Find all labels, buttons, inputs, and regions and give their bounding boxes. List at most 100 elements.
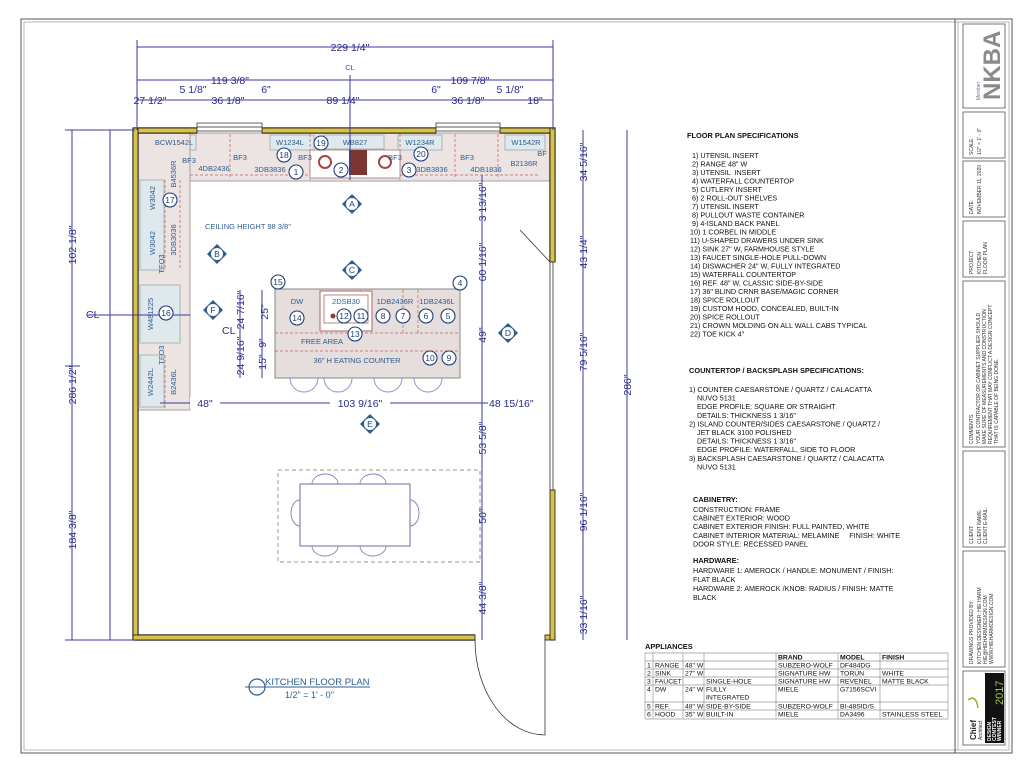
table-cell: 35" W (685, 712, 704, 719)
table-cell: MATTE BLACK (882, 679, 929, 686)
spec-item: 5) CUTLERY INSERT (690, 185, 763, 194)
table-cell: FINISH (882, 655, 904, 662)
countertop-spec-line: DETAILS: THICKNESS 1 3/16" (689, 437, 796, 446)
dim-label: 25" (259, 304, 271, 320)
table-cell: 3 (647, 679, 651, 686)
table-cell: DA3496 (840, 712, 865, 719)
cabinet-label: 2DSB30 (332, 297, 360, 306)
callout-18: 18 (276, 147, 292, 163)
dim-label: 36 1/8" (452, 95, 485, 107)
svg-text:15: 15 (273, 277, 283, 287)
elevation-marker-c[interactable]: C (342, 260, 362, 280)
callout-6: 6 (418, 308, 434, 324)
island-free-area-label: FREE AREA (301, 337, 343, 346)
project-value: FLOOR PLAN (983, 242, 989, 274)
elevation-marker-f[interactable]: F (203, 300, 223, 320)
svg-text:4: 4 (458, 278, 463, 288)
spec-item: 12) SINK 27" W, FARMHOUSE STYLE (690, 245, 815, 254)
svg-text:CONTEST: CONTEST (992, 717, 998, 741)
dimensions-top: 229 1/4" CL 119 3/8" 109 7/8" 27 1/2" 5 … (134, 42, 543, 107)
door-swing-bottom (474, 639, 546, 736)
dim-label: 15" (257, 354, 269, 370)
cabinetry-spec-line: CABINET EXTERIOR: WOOD (693, 514, 790, 523)
dim-label: 79 5/16" (578, 332, 590, 371)
svg-text:3: 3 (407, 165, 412, 175)
range-burners-icon (318, 155, 392, 169)
spec-item: 9) 4-ISLAND BACK PANEL (690, 219, 779, 228)
svg-text:D: D (505, 328, 511, 338)
title-block-fields: SCALE: 1/2" = 1' - 0" DATE: NOVEMBER 11,… (969, 128, 1000, 664)
dining-chairs (290, 473, 420, 557)
nkba-logo: Member NKBA (976, 31, 1006, 100)
countertop-spec-line: 1) COUNTER CAESARSTONE / QUARTZ / CALACA… (689, 385, 872, 394)
spec-item: 3) UTENSIL INSERT (690, 168, 761, 177)
dim-label: 44 3/8" (477, 581, 489, 614)
dim-label: 6" (431, 84, 441, 96)
svg-text:Member: Member (976, 81, 982, 100)
table-cell: 5 (647, 704, 651, 711)
dimensions-right: 34 5/16" 43 1/4" 79 5/16" 96 1/16" 33 1/… (578, 142, 634, 634)
cabinetry-spec-line: CONSTRUCTION: FRAME (693, 505, 780, 514)
table-cell: BI-48SID/S (840, 704, 874, 711)
windows (196, 122, 501, 132)
svg-text:18: 18 (279, 150, 289, 160)
table-cell: 1 (647, 663, 651, 670)
svg-text:6: 6 (424, 311, 429, 321)
spec-item: 10) 1 CORBEL IN MIDDLE (690, 228, 776, 237)
svg-text:7: 7 (401, 311, 406, 321)
spec-item: 8) PULLOUT WASTE CONTAINER (690, 211, 804, 220)
dim-label: 48 15/16" (489, 398, 534, 410)
callout-5: 5 (440, 308, 456, 324)
elevation-marker-b[interactable]: B (207, 244, 227, 264)
elevation-marker-d[interactable]: D (498, 323, 518, 343)
svg-text:E: E (367, 419, 373, 429)
table-cell: FAUCET (655, 679, 682, 686)
countertop-spec-line: EDGE PROFILE: WATERFALL, SIDE TO FLOOR (689, 445, 855, 454)
svg-text:2017: 2017 (994, 681, 1006, 705)
table-cell: 6 (647, 712, 651, 719)
svg-text:8: 8 (381, 311, 386, 321)
countertop-heading: COUNTERTOP / BACKSPLASH SPECIFICATIONS: (689, 366, 864, 375)
floor-plan: 229 1/4" CL 119 3/8" 109 7/8" 27 1/2" 5 … (65, 40, 634, 736)
elevation-marker-a[interactable]: A (342, 194, 362, 214)
cabinet-label: 3DB3036 (169, 224, 178, 255)
scale-value: 1/2" = 1' - 0" (977, 128, 983, 155)
project-label: PROJECT: (969, 250, 975, 274)
plan-title-block: KITCHEN FLOOR PLAN 1/2" = 1' - 0" (245, 677, 370, 700)
range-griddle (349, 150, 367, 175)
svg-text:2: 2 (339, 165, 344, 175)
table-cell: 48" W (685, 663, 704, 670)
cabinet-label: BF3 (388, 153, 402, 162)
cabinet-label: BF (537, 149, 547, 158)
countertop-spec-line: JET BLACK 3100 POLISHED (689, 428, 792, 437)
svg-text:11: 11 (357, 311, 366, 321)
table-cell: 24" W (685, 687, 704, 694)
dim-label: 53 5/8" (477, 421, 489, 454)
dim-overall-depth: 286 1/2" (67, 365, 79, 404)
designer-email: HIE@HIEHARMDESIGN.COM (983, 595, 989, 664)
svg-text:B: B (214, 249, 220, 259)
designer-website: WWW.HIEHARMDESIGN.COM (989, 593, 995, 664)
dim-overall-depth-right: 286" (622, 374, 634, 396)
cabinet-label: 1DB2436R (377, 297, 414, 306)
ceiling-height-label: CEILING HEIGHT 98 3/8" (205, 222, 291, 231)
table-cell: 2 (647, 671, 651, 678)
dim-label: 24 7/16" (235, 290, 247, 329)
svg-text:20: 20 (416, 149, 426, 159)
elevation-markers[interactable]: A B C D E F (203, 194, 518, 434)
callout-16: 16 (158, 305, 174, 321)
client-label: CLIENT: (969, 525, 975, 544)
dim-label: 33 1/16" (578, 595, 590, 634)
dim-label: 5 1/8" (179, 84, 206, 96)
elevation-marker-e[interactable]: E (360, 414, 380, 434)
hardware-spec-line: HARDWARE 1: AMEROCK / HANDLE: MONUMENT /… (693, 566, 893, 575)
spec-item: 18) SPICE ROLLOUT (690, 296, 761, 305)
dim-label: 36 1/8" (212, 95, 245, 107)
cabinet-label: W1542R (511, 138, 541, 147)
dim-label: 48" (197, 398, 213, 410)
sliding-door-right (519, 229, 554, 490)
svg-text:Architect: Architect (978, 720, 984, 740)
countertop-spec-line: NUVO 5131 (689, 394, 736, 403)
callout-11: 11 (353, 308, 369, 324)
dim-label: 34 5/16" (578, 142, 590, 181)
